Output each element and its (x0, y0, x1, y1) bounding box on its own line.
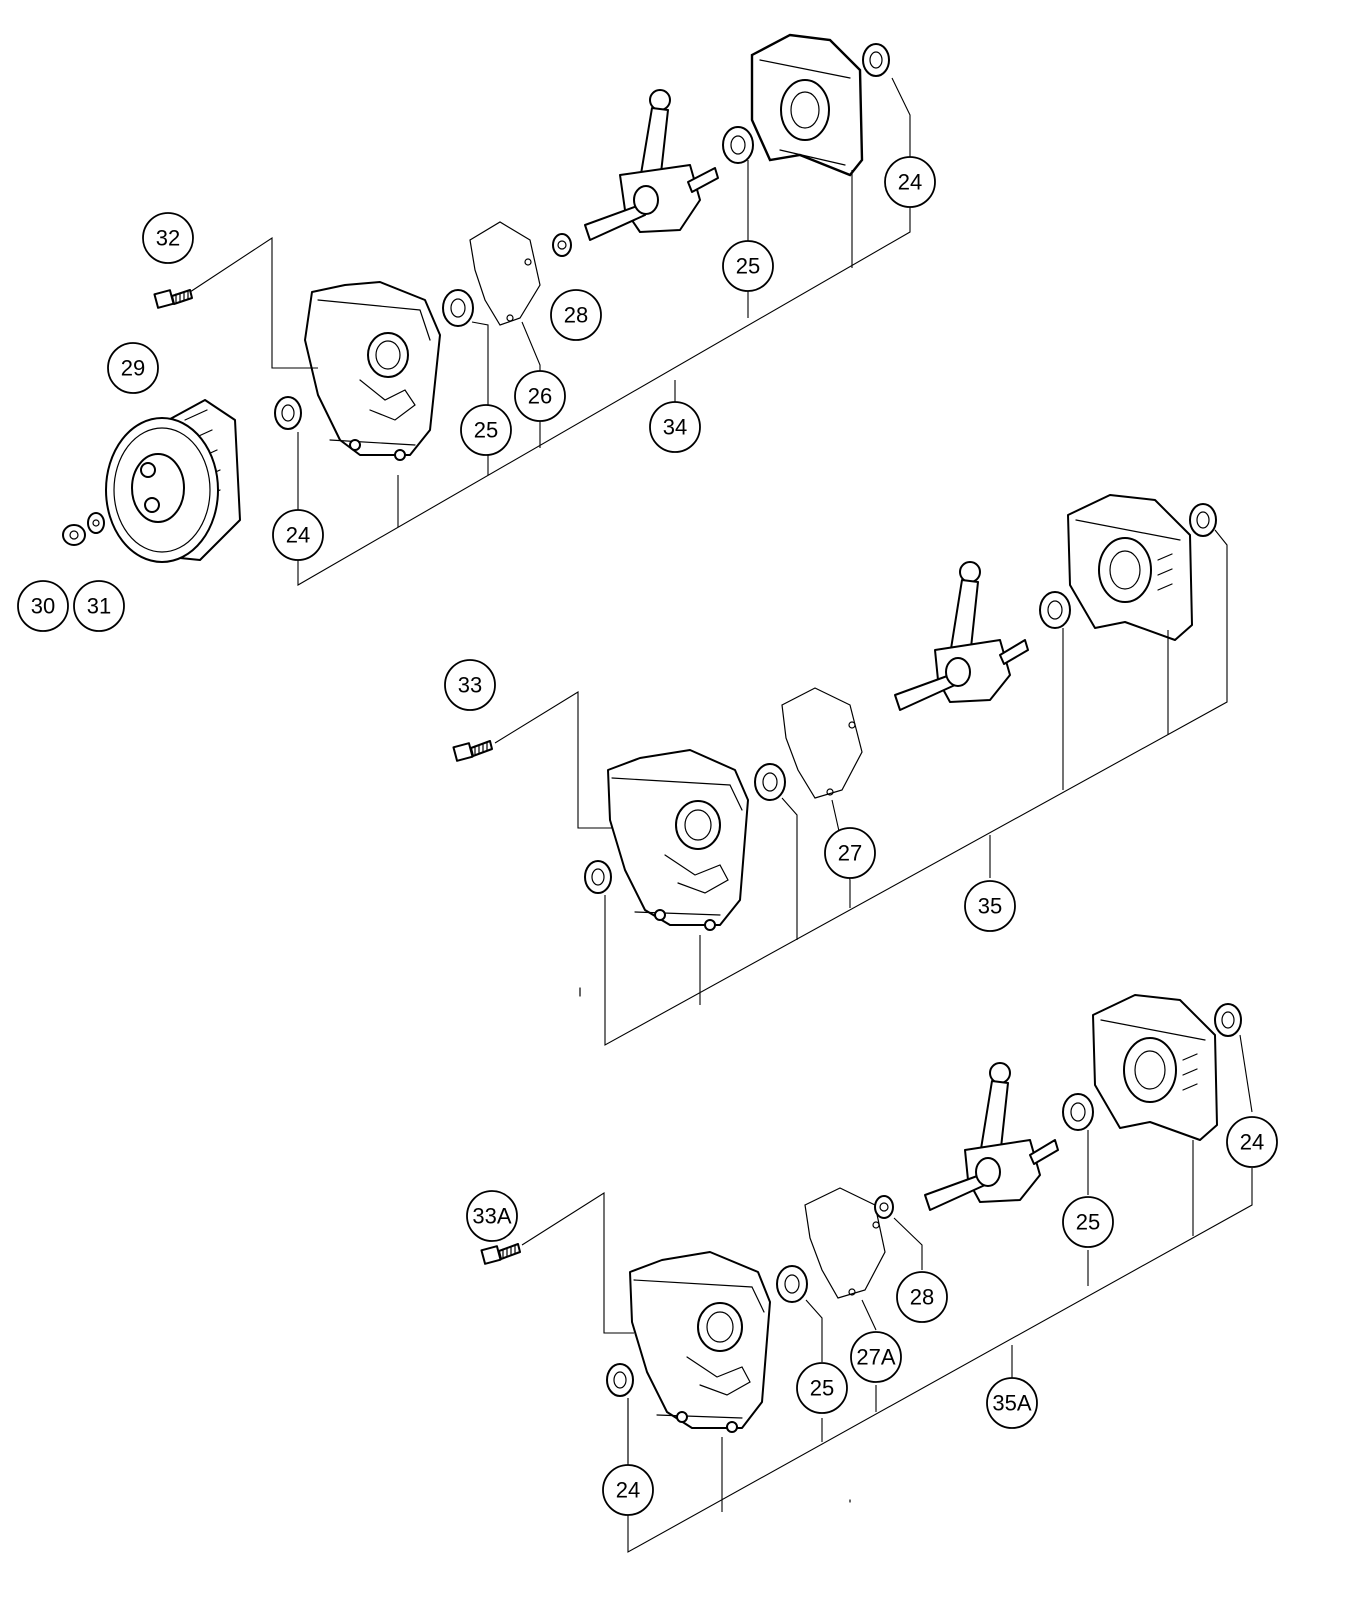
part-callout-26: 26 (514, 370, 566, 422)
crankcase-right-half-part (1067, 494, 1193, 641)
oil-seal-part (1214, 1003, 1242, 1037)
nut-part (62, 524, 86, 546)
crankshaft-part (894, 561, 1029, 711)
part-callout-27: 27 (824, 827, 876, 879)
oil-seal-part (1189, 503, 1217, 537)
bearing-part (1039, 591, 1071, 629)
oil-seal-part (274, 396, 302, 430)
gasket-part (781, 687, 863, 799)
bearing-part (754, 763, 786, 801)
callout-number: 27 (838, 841, 862, 866)
crankcase-left-half-part (629, 1251, 771, 1433)
thrust-washer-part (552, 233, 572, 257)
callout-number: 29 (121, 356, 145, 381)
part-callout-25: 25 (460, 404, 512, 456)
callout-number: 26 (528, 384, 552, 409)
callout-number: 24 (286, 523, 310, 548)
part-callout-33a: 33A (466, 1190, 518, 1242)
crankcase-right-half-part (1092, 994, 1218, 1141)
part-callout-24: 24 (602, 1464, 654, 1516)
callout-number: 34 (663, 415, 687, 440)
assembly-group-35a (480, 994, 1253, 1553)
part-callout-28: 28 (550, 289, 602, 341)
callout-number: 24 (898, 170, 922, 195)
washer-part (87, 512, 105, 534)
part-callout-25: 25 (722, 240, 774, 292)
part-callout-27a: 27A (850, 1331, 902, 1383)
callout-number: 28 (564, 303, 588, 328)
bearing-part (722, 126, 754, 164)
flywheel-part (105, 399, 241, 563)
thrust-washer-part (874, 1195, 894, 1219)
part-callout-24: 24 (1226, 1116, 1278, 1168)
callout-number: 32 (156, 226, 180, 251)
crankshaft-part (924, 1062, 1059, 1211)
bolt-part (452, 740, 493, 762)
assembly-group-34 (62, 33, 911, 586)
part-callout-28: 28 (896, 1271, 948, 1323)
callout-number: 25 (810, 1376, 834, 1401)
bearing-part (776, 1265, 808, 1303)
crankcase-left-half-part (304, 281, 441, 461)
oil-seal-part (862, 43, 890, 77)
callout-number: 31 (87, 594, 111, 619)
callout-number: 33A (472, 1204, 511, 1229)
callout-number: 25 (474, 418, 498, 443)
part-callout-33: 33 (444, 659, 496, 711)
part-callout-24: 24 (884, 156, 936, 208)
callout-number: 24 (1240, 1130, 1264, 1155)
assembly-group-35 (452, 494, 1228, 1046)
callout-number: 33 (458, 673, 482, 698)
callout-number: 28 (910, 1285, 934, 1310)
crankcase-left-half-part (607, 749, 749, 931)
callout-number: 25 (736, 254, 760, 279)
part-callout-34: 34 (649, 401, 701, 453)
oil-seal-part (584, 860, 612, 894)
bearing-part (442, 289, 474, 327)
gasket-part (469, 221, 541, 326)
part-callout-35: 35 (964, 880, 1016, 932)
crankcase-right-half-part (750, 33, 864, 177)
part-callout-24: 24 (272, 509, 324, 561)
callout-number: 24 (616, 1478, 640, 1503)
bolt-part (480, 1243, 521, 1265)
crankshaft-part (584, 89, 719, 241)
part-callout-29: 29 (107, 342, 159, 394)
part-callout-25: 25 (796, 1362, 848, 1414)
part-callout-30: 30 (17, 580, 69, 632)
bolt-part (153, 289, 193, 309)
part-callout-35a: 35A (986, 1377, 1038, 1429)
callout-number: 25 (1076, 1210, 1100, 1235)
callout-number: 35A (992, 1391, 1031, 1416)
oil-seal-part (606, 1363, 634, 1397)
bearing-part (1062, 1093, 1094, 1131)
callout-number: 35 (978, 894, 1002, 919)
part-callout-32: 32 (142, 212, 194, 264)
callout-number: 27A (856, 1345, 895, 1370)
part-callout-31: 31 (73, 580, 125, 632)
gasket-part (804, 1187, 886, 1299)
callout-number: 30 (31, 594, 55, 619)
part-callout-25: 25 (1062, 1196, 1114, 1248)
